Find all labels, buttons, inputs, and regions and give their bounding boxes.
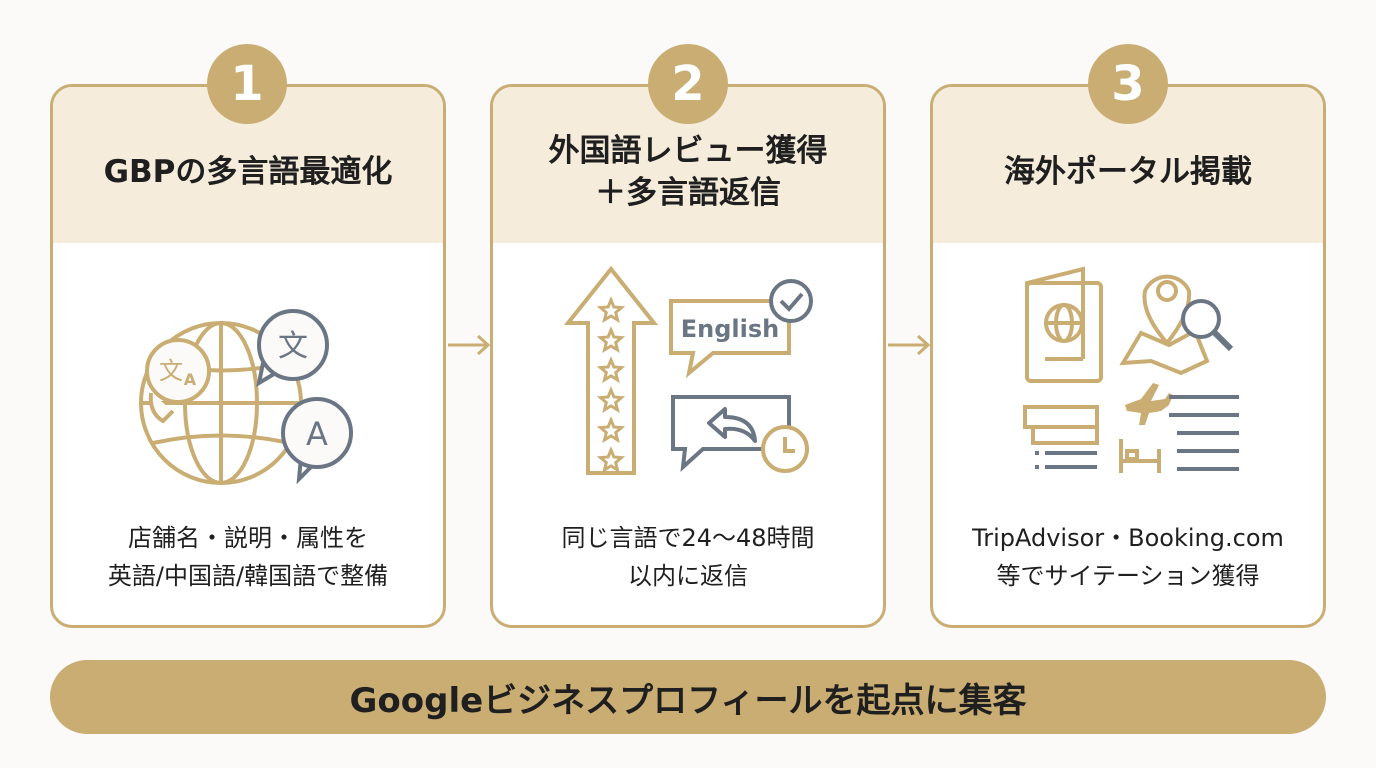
english-bubble: English bbox=[669, 299, 791, 379]
clock-icon bbox=[761, 425, 809, 473]
step-1-card: GBPの多言語最適化 文 A 文 A 店舗名・説明・属性を 英語/中国語/韓国語… bbox=[50, 84, 446, 628]
star-icon bbox=[596, 416, 626, 444]
airplane-icon bbox=[1125, 383, 1173, 425]
step-2-illustration: English bbox=[563, 265, 813, 475]
step-3-number-badge: 3 bbox=[1088, 44, 1168, 124]
bottom-banner: Googleビジネスプロフィールを起点に集客 bbox=[50, 660, 1326, 734]
step-2-number-badge: 2 bbox=[648, 44, 728, 124]
step-2-card: 外国語レビュー獲得 ＋多言語返信 English 同じ言語で24〜48時間 以内… bbox=[490, 84, 886, 628]
step-2-to-3-arrow bbox=[888, 334, 931, 356]
star-arrow-icon bbox=[563, 265, 659, 475]
step-1-to-2-arrow bbox=[448, 334, 491, 356]
listing-lines-icon bbox=[1035, 395, 1239, 471]
step-2-title: 外国語レビュー獲得 ＋多言語返信 bbox=[548, 133, 828, 211]
svg-text:文: 文 bbox=[278, 329, 308, 364]
svg-text:文: 文 bbox=[159, 357, 183, 385]
step-2-description: 同じ言語で24〜48時間 以内に返信 bbox=[561, 524, 815, 590]
step-1-description: 店舗名・説明・属性を 英語/中国語/韓国語で整備 bbox=[107, 524, 389, 590]
language-bubbles-icon: 文 A bbox=[256, 309, 353, 485]
star-icon bbox=[596, 446, 626, 474]
checkmark-icon bbox=[769, 279, 813, 323]
banner-text: Googleビジネスプロフィールを起点に集客 bbox=[349, 680, 1027, 721]
passport-icon bbox=[1025, 266, 1103, 383]
translate-bubble-icon: 文 A bbox=[145, 338, 211, 424]
reply-icon bbox=[671, 395, 791, 473]
ticket-icon bbox=[1023, 405, 1099, 445]
step-3-description: TripAdvisor・Booking.com 等でサイテーション獲得 bbox=[972, 524, 1284, 590]
bed-icon bbox=[1119, 439, 1161, 473]
step-3-title: 海外ポータル掲載 bbox=[1004, 154, 1252, 190]
step-1-illustration: 文 A 文 A bbox=[139, 309, 353, 485]
step-2-header: 外国語レビュー獲得 ＋多言語返信 bbox=[493, 87, 883, 243]
star-icon bbox=[596, 296, 626, 324]
magnifier-icon bbox=[1181, 299, 1234, 352]
step-3-illustration bbox=[1023, 266, 1239, 473]
svg-text:A: A bbox=[184, 370, 197, 389]
step-1-title: GBPの多言語最適化 bbox=[103, 154, 393, 190]
star-icon bbox=[596, 386, 626, 414]
star-icon bbox=[596, 356, 626, 384]
step-1-number-badge: 1 bbox=[207, 44, 287, 124]
step-3-card: 海外ポータル掲載 bbox=[930, 84, 1326, 628]
english-label: English bbox=[681, 315, 779, 343]
svg-text:A: A bbox=[306, 415, 328, 453]
star-icon bbox=[596, 326, 626, 354]
